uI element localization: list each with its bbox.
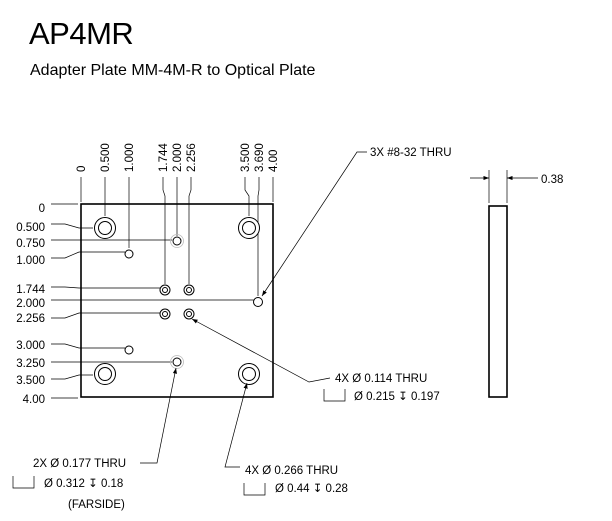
callout-medium-thru: 2X Ø 0.177 THRU xyxy=(33,458,126,470)
callout-tapped-text: 3X #8-32 THRU xyxy=(370,147,452,159)
top-dimension-labels: 0 0.500 1.000 1.744 2.000 2.256 3.500 3.… xyxy=(76,143,280,172)
top-dim-7: 3.690 xyxy=(254,143,266,172)
left-dim-0: 0 xyxy=(39,203,45,215)
top-dim-3: 1.744 xyxy=(158,143,170,172)
plain-holes xyxy=(124,249,263,355)
top-dim-5: 2.256 xyxy=(186,143,198,172)
left-dim-3: 1.000 xyxy=(16,255,45,267)
farside-holes xyxy=(170,234,184,369)
thickness-dimension: 0.38 xyxy=(470,170,563,203)
counterbore-symbol xyxy=(323,389,346,402)
left-dim-5: 2.000 xyxy=(16,298,45,310)
callout-small-holes: 4X Ø 0.114 THRU Ø 0.215 ↧ 0.197 xyxy=(191,318,440,403)
callout-large-holes: 4X Ø 0.266 THRU Ø 0.44 ↧ 0.28 xyxy=(224,382,348,496)
left-dim-9: 3.500 xyxy=(16,375,45,387)
callout-small-cbore: Ø 0.215 ↧ 0.197 xyxy=(354,391,440,403)
counterbore-holes-large xyxy=(94,217,260,385)
part-number-title: AP4MR xyxy=(29,16,134,51)
left-dim-10: 4.00 xyxy=(23,394,45,406)
counterbore-symbol xyxy=(243,483,266,496)
callout-medium-cbore: Ø 0.312 ↧ 0.18 xyxy=(44,478,123,490)
callout-large-thru: 4X Ø 0.266 THRU xyxy=(245,465,338,477)
left-dimension-labels: 0 0.500 0.750 1.000 1.744 2.000 2.256 3.… xyxy=(16,203,45,406)
callout-medium-holes: 2X Ø 0.177 THRU Ø 0.312 ↧ 0.18 (FARSIDE) xyxy=(12,367,177,511)
top-dim-4: 2.000 xyxy=(172,143,184,172)
left-dim-1: 0.500 xyxy=(16,222,45,234)
top-dim-0: 0 xyxy=(76,166,88,172)
counterbore-symbol xyxy=(12,476,35,489)
left-dim-8: 3.250 xyxy=(16,358,45,370)
left-dim-6: 2.256 xyxy=(16,313,45,325)
part-description: Adapter Plate MM-4M-R to Optical Plate xyxy=(30,62,316,79)
callout-small-thru: 4X Ø 0.114 THRU xyxy=(335,373,427,385)
callout-tapped: 3X #8-32 THRU xyxy=(261,147,452,297)
left-dim-7: 3.000 xyxy=(16,340,45,352)
callout-medium-note: (FARSIDE) xyxy=(68,499,125,511)
left-extension-lines xyxy=(51,203,254,399)
left-dim-4: 1.744 xyxy=(16,284,45,296)
thickness-label: 0.38 xyxy=(541,174,563,186)
plate-side-view xyxy=(488,205,508,398)
left-dim-2: 0.750 xyxy=(16,238,45,250)
top-dim-1: 0.500 xyxy=(100,143,112,172)
top-dim-6: 3.500 xyxy=(240,143,252,172)
top-dim-8: 4.00 xyxy=(268,150,280,172)
top-dim-2: 1.000 xyxy=(124,143,136,172)
counterbore-holes-small xyxy=(159,284,195,320)
callout-large-cbore: Ø 0.44 ↧ 0.28 xyxy=(275,483,348,495)
